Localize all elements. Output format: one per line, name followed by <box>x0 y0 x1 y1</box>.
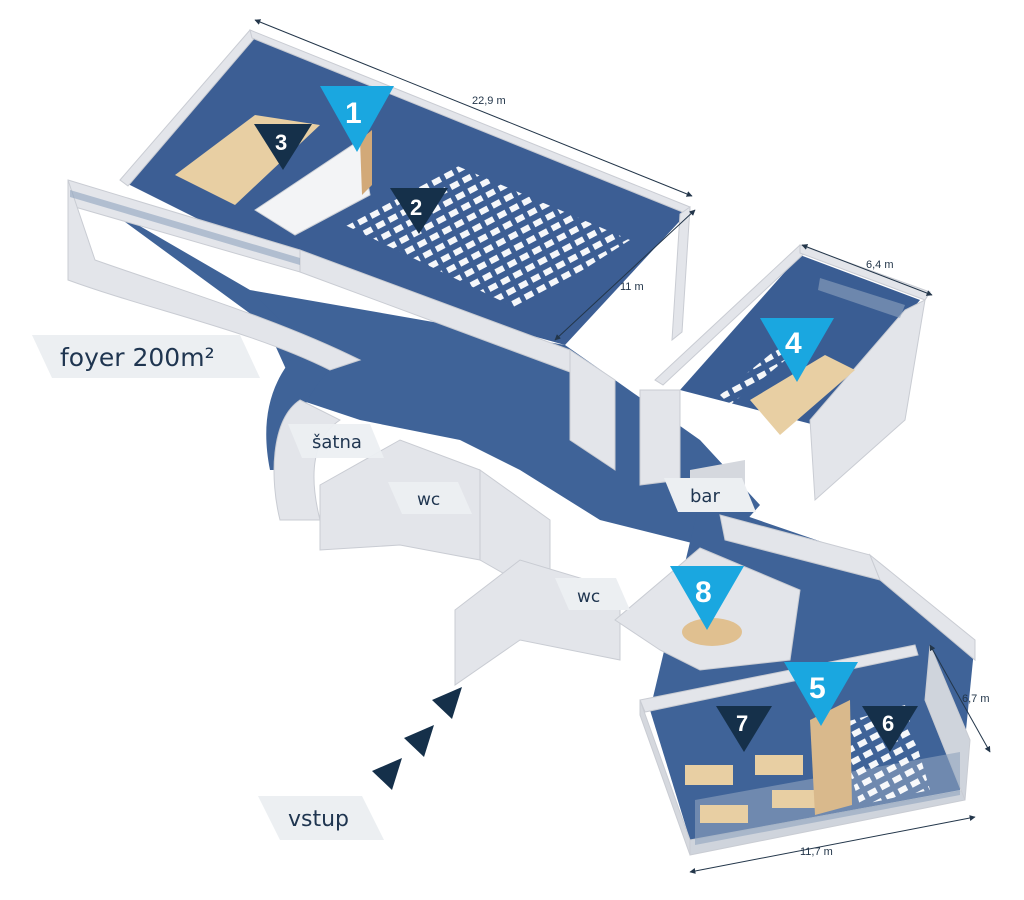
svg-text:6: 6 <box>882 711 894 736</box>
svg-text:wc: wc <box>417 490 440 510</box>
label-entrance: vstup <box>258 796 384 840</box>
label-cloakroom: šatna <box>288 424 384 458</box>
room-marker-1: 1 <box>320 86 394 152</box>
room-marker-3: 3 <box>254 124 312 170</box>
svg-text:7: 7 <box>736 711 748 736</box>
dimension-bottom-length: 11,7 m <box>800 846 833 858</box>
svg-text:3: 3 <box>275 130 287 155</box>
label-wc-left: wc <box>388 482 472 514</box>
dimension-right-width: 6,7 m <box>962 693 990 705</box>
room-marker-8: 8 <box>670 566 744 630</box>
svg-text:foyer 200m²: foyer 200m² <box>60 343 215 372</box>
label-bar: bar <box>664 478 756 512</box>
room-marker-6: 6 <box>862 706 918 752</box>
dimension-room4-length: 6,4 m <box>866 259 894 271</box>
svg-text:5: 5 <box>809 672 826 705</box>
svg-text:4: 4 <box>785 327 802 360</box>
svg-text:bar: bar <box>690 486 720 507</box>
svg-text:1: 1 <box>345 97 362 130</box>
room-marker-4: 4 <box>760 318 834 382</box>
dimension-lines <box>254 19 991 874</box>
room-marker-5: 5 <box>784 662 858 726</box>
svg-text:vstup: vstup <box>288 807 349 832</box>
room-marker-2: 2 <box>390 188 448 234</box>
svg-text:wc: wc <box>577 587 600 607</box>
label-foyer: foyer 200m² <box>32 335 260 378</box>
dimension-top-length: 22,9 m <box>472 95 506 107</box>
dimension-top-width: 11 m <box>620 281 644 293</box>
svg-text:šatna: šatna <box>312 432 362 453</box>
entrance-arrows <box>372 687 462 790</box>
room-marker-7: 7 <box>716 706 772 752</box>
label-wc-center: wc <box>555 578 630 610</box>
svg-text:2: 2 <box>410 195 422 220</box>
svg-text:8: 8 <box>695 576 712 609</box>
